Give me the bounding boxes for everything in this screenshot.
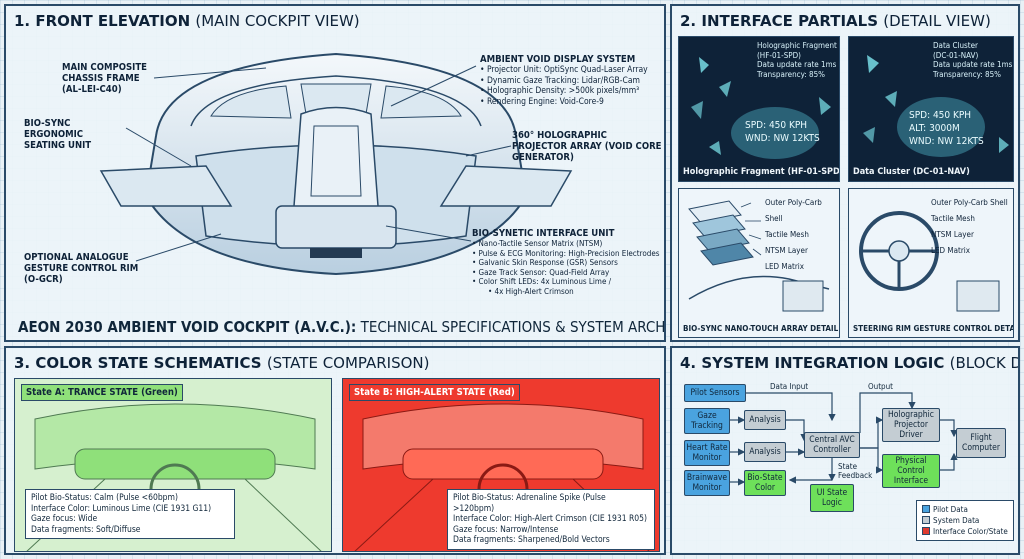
cockpit-front-drawing — [99, 52, 573, 276]
main-diagram-title: AEON 2030 AMBIENT VOID COCKPIT (A.V.C.):… — [18, 318, 666, 336]
cluster-shards-graphic — [863, 55, 1009, 157]
fragment-shards-graphic — [691, 57, 831, 159]
nano-touch-detail-card: Outer Poly-Carb Shell Tactile Mesh NTSM … — [678, 188, 840, 338]
state-b-tag: State B: HIGH-ALERT STATE (Red) — [349, 384, 520, 401]
panel-title-system-integration: 4. SYSTEM INTEGRATION LOGIC (BLOCK DIAGR… — [680, 354, 1018, 372]
interface-spec-item: Nano-Tactile Sensor Matrix (NTSM) — [472, 239, 664, 249]
heart-rate-block: Heart Rate Monitor — [684, 440, 730, 466]
state-a-trance-box: State A: TRANCE STATE (Green) Pilot Bio-… — [14, 378, 332, 552]
steering-rim-detail-card: Outer Poly-Carb Shell Tactile Mesh NTSM … — [848, 188, 1014, 338]
flight-computer-block: Flight Computer — [956, 428, 1006, 458]
state-b-info: Pilot Bio-Status: Adrenaline Spike (Puls… — [447, 489, 655, 550]
gaze-tracking-block: Gaze Tracking — [684, 408, 730, 434]
color-state-panel: 3. COLOR STATE SCHEMATICS (STATE COMPARI… — [4, 346, 666, 555]
system-integration-panel: 4. SYSTEM INTEGRATION LOGIC (BLOCK DIAGR… — [670, 346, 1020, 555]
legend-item-interface: Interface Color/State — [922, 526, 1008, 537]
display-spec-item: Projector Unit: OptiSync Quad-Laser Arra… — [480, 65, 664, 76]
data-input-label: Data Input — [770, 382, 809, 391]
legend-swatch-system — [922, 516, 930, 524]
interface-spec-item: Gaze Track Sensor: Quad-Field Array — [472, 268, 664, 278]
seating-unit-label: BIO-SYNC ERGONOMIC SEATING UNIT — [24, 118, 92, 151]
interface-spec-item: 4x High-Alert Crimson — [472, 287, 664, 297]
block-diagram-legend: Pilot Data System Data Interface Color/S… — [916, 500, 1014, 541]
bio-state-color-block: Bio-State Color — [744, 470, 786, 496]
fragment-b-readout: SPD: 450 KPH ALT: 3000M WND: NW 12KTS — [909, 110, 984, 147]
physical-interface-block: Physical Control Interface — [882, 454, 940, 488]
legend-item-pilot: Pilot Data — [922, 504, 1008, 515]
nano-touch-caption: BIO-SYNC NANO-TOUCH ARRAY DETAIL — [683, 324, 839, 333]
display-system-callout: AMBIENT VOID DISPLAY SYSTEM Projector Un… — [480, 54, 664, 108]
state-a-info: Pilot Bio-Status: Calm (Pulse <60bpm) In… — [25, 489, 235, 539]
ui-state-logic-block: UI State Logic — [810, 484, 854, 512]
gesture-rim-label: OPTIONAL ANALOGUE GESTURE CONTROL RIM (O… — [24, 252, 139, 285]
fragment-b-header: Data Cluster (DC-01-NAV) Data update rat… — [933, 41, 1013, 79]
state-a-cockpit-graphic — [26, 403, 322, 551]
analysis-block-1: Analysis — [744, 410, 786, 430]
central-controller-block: Central AVC Controller — [804, 432, 860, 458]
interface-unit-title: BIO-SYNETIC INTERFACE UNIT — [472, 228, 615, 239]
chassis-frame-label: MAIN COMPOSITE CHASSIS FRAME (AL-LEI-C40… — [62, 62, 147, 95]
output-label: Output — [868, 382, 893, 391]
fragment-b-caption: Data Cluster (DC-01-NAV) — [853, 167, 970, 177]
nano-touch-layer-graphic — [688, 200, 830, 312]
fragment-a-header: Holographic Fragment (HF-01-SPD) Data up… — [757, 41, 837, 79]
panel-title-front-elevation: 1. FRONT ELEVATION (MAIN COCKPIT VIEW) — [14, 12, 360, 30]
holographic-driver-block: Holographic Projector Driver — [882, 408, 940, 442]
holographic-fragment-card: Holographic Fragment (HF-01-SPD) Data up… — [678, 36, 840, 182]
interface-unit-specs: Nano-Tactile Sensor Matrix (NTSM) Pulse … — [472, 239, 664, 297]
display-system-title: AMBIENT VOID DISPLAY SYSTEM — [480, 54, 636, 65]
analysis-block-2: Analysis — [744, 442, 786, 462]
data-cluster-card: Data Cluster (DC-01-NAV) Data update rat… — [848, 36, 1014, 182]
layer-labels-b: Outer Poly-Carb Shell Tactile Mesh NTSM … — [931, 198, 1008, 255]
fragment-a-caption: Holographic Fragment (HF-01-SPD) — [683, 167, 840, 177]
interface-spec-item: Color Shift LEDs: 4x Luminous Lime / — [472, 277, 664, 287]
front-elevation-panel: 1. FRONT ELEVATION (MAIN COCKPIT VIEW) — [4, 4, 666, 342]
state-b-high-alert-box: State B: HIGH-ALERT STATE (Red) Pilot Bi… — [342, 378, 660, 552]
fragment-a-readout: SPD: 450 KPH WND: NW 12KTS — [745, 120, 820, 144]
state-feedback-label: State Feedback — [838, 462, 873, 480]
legend-swatch-interface — [922, 527, 930, 535]
legend-swatch-pilot — [922, 505, 930, 513]
interface-spec-item: Pulse & ECG Monitoring: High-Precision E… — [472, 249, 664, 259]
interface-spec-item: Galvanic Skin Response (GSR) Sensors — [472, 258, 664, 268]
interface-unit-callout: BIO-SYNETIC INTERFACE UNIT Nano-Tactile … — [472, 228, 664, 297]
block-diagram-connectors — [730, 392, 958, 486]
display-spec-item: Holographic Density: >500k pixels/mm³ — [480, 86, 664, 97]
panel-title-color-state: 3. COLOR STATE SCHEMATICS (STATE COMPARI… — [14, 354, 430, 372]
state-a-tag: State A: TRANCE STATE (Green) — [21, 384, 183, 401]
steering-rim-caption: STEERING RIM GESTURE CONTROL DETAIL — [853, 324, 1014, 333]
layer-labels-a: Outer Poly-Carb Shell Tactile Mesh NTSM … — [765, 198, 822, 271]
panel-title-interface-partials: 2. INTERFACE PARTIALS (DETAIL VIEW) — [680, 12, 991, 30]
brainwave-block: Brainwave Monitor — [684, 470, 730, 496]
steering-rim-graphic — [859, 211, 1000, 312]
display-spec-item: Dynamic Gaze Tracking: Lidar/RGB-Cam — [480, 76, 664, 87]
projector-array-label: 360° HOLOGRAPHIC PROJECTOR ARRAY (VOID C… — [512, 130, 662, 163]
legend-item-system: System Data — [922, 515, 1008, 526]
pilot-sensors-block: Pilot Sensors — [684, 384, 746, 402]
interface-partials-panel: 2. INTERFACE PARTIALS (DETAIL VIEW) Holo… — [670, 4, 1020, 342]
display-spec-item: Rendering Engine: Void-Core-9 — [480, 97, 664, 108]
display-system-specs: Projector Unit: OptiSync Quad-Laser Arra… — [480, 65, 664, 108]
